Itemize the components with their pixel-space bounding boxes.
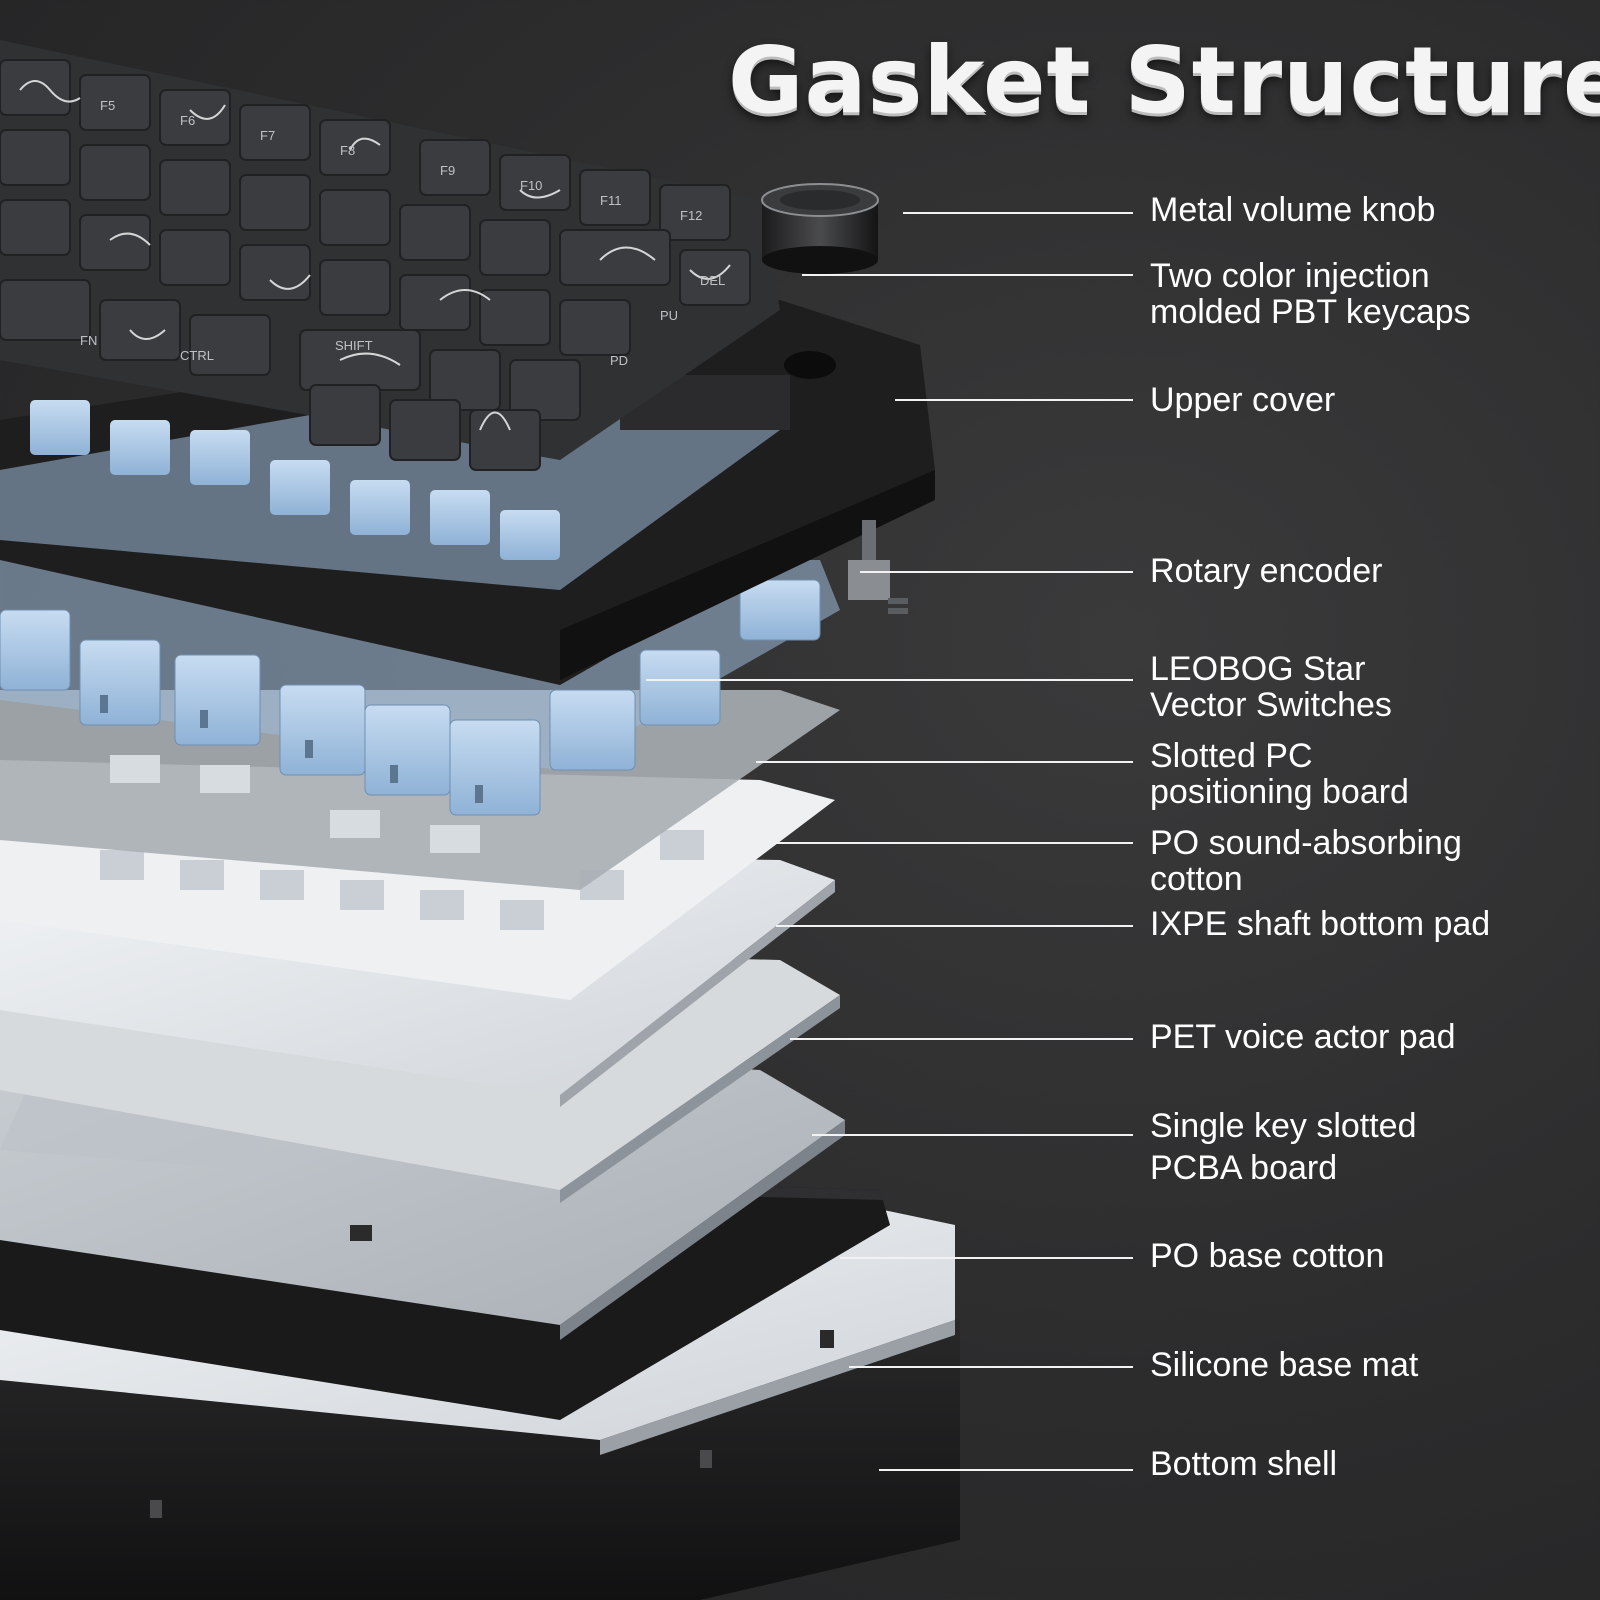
label-switches: LEOBOG Star Vector Switches (1150, 651, 1392, 723)
keycap-legend: F10 (520, 178, 542, 193)
label-line: positioning board (1150, 773, 1409, 811)
keycaps-layer: F5 F6 F7 F8 F9 F10 F11 F12 DEL PU PD FN … (0, 40, 780, 471)
label-line: molded PBT keycaps (1150, 293, 1471, 331)
label-line: Two color injection (1150, 257, 1430, 295)
keycap-legend: PU (660, 308, 678, 323)
leader-lines (646, 212, 1133, 1471)
label-line: Silicone base mat (1150, 1346, 1419, 1384)
keycap-legend: F9 (440, 163, 455, 178)
label-pbt-keycaps: Two color injection molded PBT keycaps (1150, 258, 1471, 330)
label-pet-pad: PET voice actor pad (1150, 1019, 1456, 1055)
volume-knob-part (761, 183, 879, 274)
label-line: Upper cover (1150, 381, 1336, 419)
label-upper-cover: Upper cover (1150, 382, 1335, 418)
keycap-legend: F5 (100, 98, 115, 113)
label-line: Vector Switches (1150, 686, 1392, 724)
label-ixpe-pad: IXPE shaft bottom pad (1150, 906, 1490, 942)
label-po-base-cotton: PO base cotton (1150, 1238, 1384, 1274)
label-line: Single key slotted (1150, 1107, 1417, 1145)
label-line: Rotary encoder (1150, 552, 1383, 590)
label-po-cotton: PO sound-absorbing cotton (1150, 825, 1462, 897)
label-line: LEOBOG Star (1150, 650, 1366, 688)
label-line: cotton (1150, 860, 1243, 898)
keycap-legend: F6 (180, 113, 195, 128)
keycap-legend: F12 (680, 208, 702, 223)
label-silicone-mat: Silicone base mat (1150, 1347, 1418, 1383)
label-rotary-encoder: Rotary encoder (1150, 553, 1382, 589)
keycap-legend: CTRL (180, 348, 214, 363)
keycap-legend: F7 (260, 128, 275, 143)
label-line: Slotted PC (1150, 737, 1313, 775)
label-line: PCBA board (1150, 1149, 1338, 1187)
keycap-legend: PD (610, 353, 628, 368)
label-positioning-board: Slotted PC positioning board (1150, 738, 1409, 810)
label-line: Bottom shell (1150, 1445, 1338, 1483)
keycap-legend: F8 (340, 143, 355, 158)
label-pcba-board: Single key slotted PCBA board (1150, 1105, 1417, 1189)
rotary-encoder-part (848, 520, 908, 614)
page-title: Gasket Structure (728, 27, 1600, 134)
label-line: PO base cotton (1150, 1237, 1385, 1275)
label-line: IXPE shaft bottom pad (1150, 905, 1491, 943)
keycap-legend: DEL (700, 273, 725, 288)
keycap-legend: FN (80, 333, 97, 348)
label-line: Metal volume knob (1150, 191, 1436, 229)
label-line: PO sound-absorbing (1150, 824, 1462, 862)
label-line: PET voice actor pad (1150, 1018, 1456, 1056)
keycap-legend: SHIFT (335, 338, 373, 353)
keycap-legend: F11 (600, 193, 621, 208)
label-bottom-shell: Bottom shell (1150, 1446, 1337, 1482)
label-metal-volume-knob: Metal volume knob (1150, 192, 1435, 228)
